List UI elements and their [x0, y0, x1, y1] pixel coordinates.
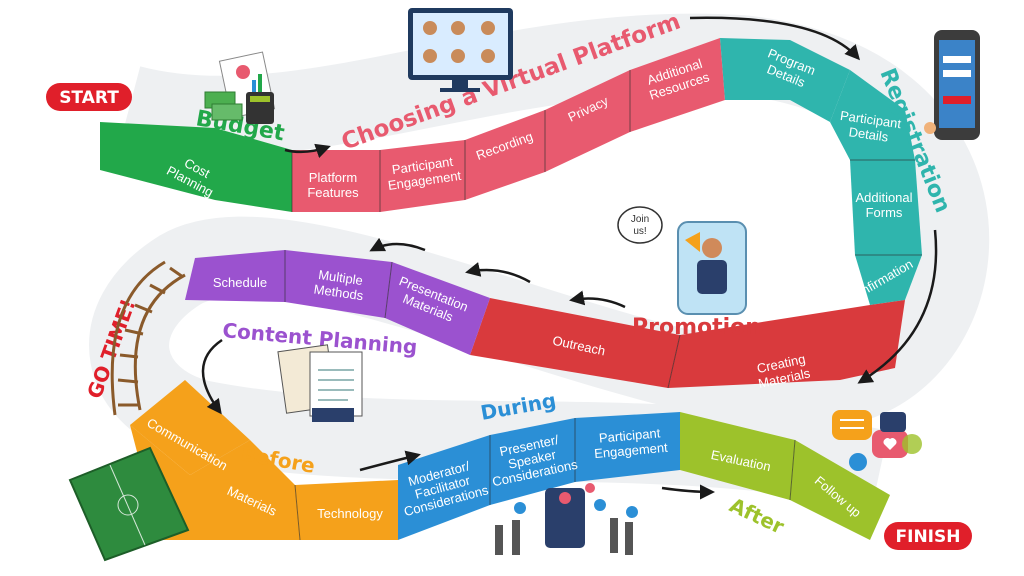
- promoter-illustration: [677, 221, 747, 315]
- segment-evaluation: [680, 412, 795, 500]
- flow-arrows: [201, 16, 938, 500]
- label-participant-engagement-2: ParticipantEngagement: [592, 425, 668, 461]
- budget-illustration: [204, 51, 276, 124]
- start-label: START: [59, 88, 119, 108]
- segment-recording: [465, 110, 545, 200]
- segment-program-details: [720, 38, 850, 122]
- crowd-illustration: [495, 483, 638, 555]
- segment-participant-engagement-2: [575, 412, 680, 482]
- arrow-content-to-before: [201, 338, 223, 415]
- segment-presentation-materials: [385, 262, 490, 355]
- segment-participant-engagement-1: [380, 140, 465, 212]
- clipboard-illustration: [277, 344, 363, 422]
- segment-communication: [130, 380, 250, 475]
- arrow-during-to-after: [661, 484, 715, 500]
- start-badge: START: [46, 83, 132, 111]
- video-call-illustration: [408, 8, 513, 92]
- label-moderator: Moderator/FacilitatorConsiderations: [395, 455, 490, 519]
- segment-additional-resources: [630, 38, 725, 132]
- arrow-before-to-during: [359, 450, 421, 472]
- segment-multiple-methods: [285, 250, 392, 318]
- label-participant-details: ParticipantDetails: [837, 108, 902, 146]
- chat-bubbles-illustration: [832, 410, 922, 471]
- segment-technology: [295, 480, 398, 540]
- arrow-registration-to-promotion: [857, 229, 938, 384]
- road-segments: [100, 38, 922, 541]
- segment-confirmation: [855, 255, 922, 305]
- finish-label: FINISH: [896, 527, 961, 547]
- segment-dividers: [284, 70, 922, 541]
- label-schedule: Schedule: [213, 275, 267, 290]
- segment-creating-materials: [668, 300, 905, 388]
- arrow-budget-to-platform: [284, 143, 331, 159]
- finish-badge: FINISH: [884, 522, 972, 550]
- segment-moderator: [398, 435, 490, 540]
- segment-participant-details: [830, 70, 915, 160]
- segment-privacy: [545, 70, 630, 172]
- segment-platform-features: [292, 150, 380, 212]
- segment-cost-planning: [100, 122, 292, 212]
- segment-additional-forms: [850, 160, 922, 255]
- title-promotion: Promotion: [632, 315, 761, 340]
- tactics-board-illustration: [68, 446, 190, 562]
- title-after: After: [726, 493, 788, 539]
- segment-schedule: [185, 250, 285, 302]
- segment-presenter: [490, 418, 575, 505]
- arrow-promotion-1: [569, 290, 626, 309]
- segment-follow-up: [790, 440, 890, 540]
- arrow-promotion-3: [369, 237, 426, 252]
- arrow-promotion-2: [465, 262, 531, 284]
- segment-outreach: [470, 298, 680, 388]
- label-technology: Technology: [317, 506, 383, 521]
- bridge-illustration: [110, 260, 186, 416]
- arrow-platform-to-registration: [689, 16, 860, 61]
- phone-illustration: [924, 30, 980, 140]
- label-multiple-methods: MultipleMethods: [313, 267, 367, 304]
